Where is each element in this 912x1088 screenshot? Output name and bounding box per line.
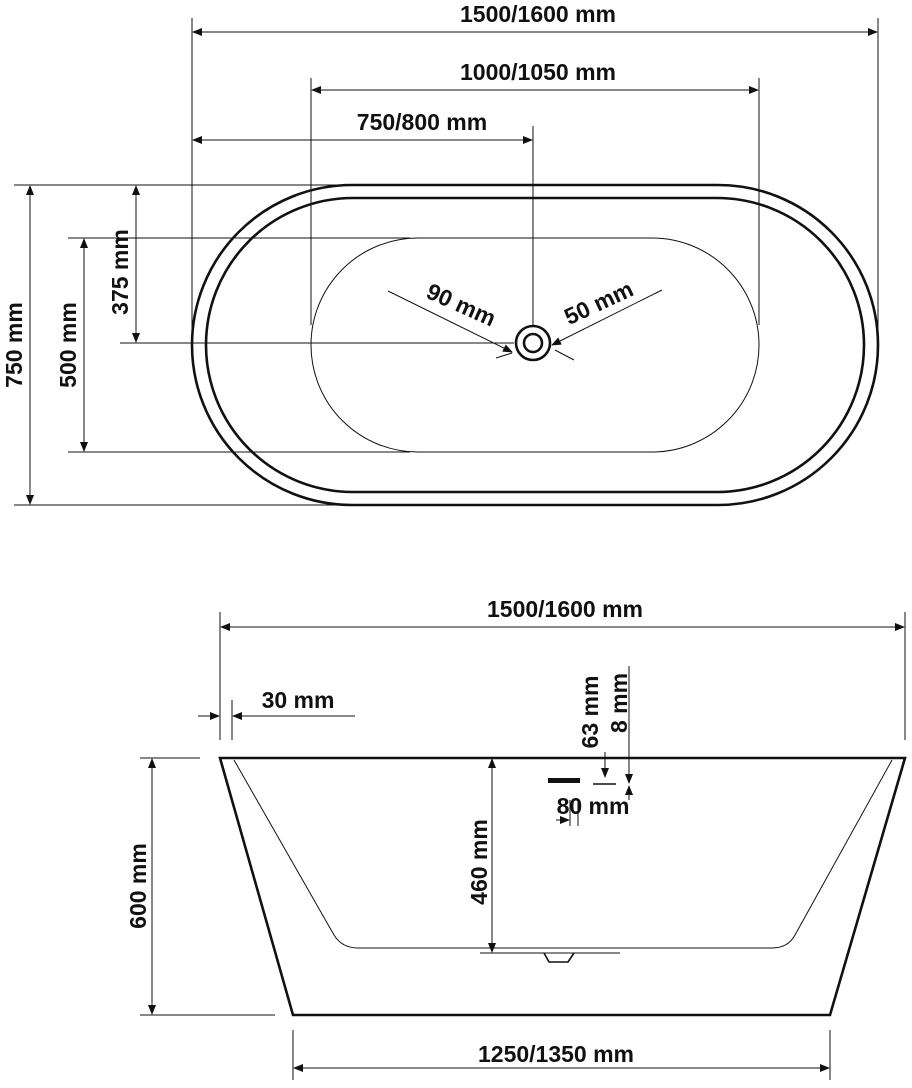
label-base-length: 1250/1350 mm xyxy=(478,1041,634,1067)
tub-basin-outline xyxy=(310,237,760,453)
leader-tick xyxy=(495,352,513,359)
tub-side-profile xyxy=(218,756,907,1017)
tub-inner-basin-line xyxy=(233,759,893,949)
label-drain-offset-length: 750/800 mm xyxy=(357,109,487,135)
label-overall-length: 1500/1600 mm xyxy=(460,1,616,27)
label-inner-width: 500 mm xyxy=(55,302,81,388)
tub-outer-outline xyxy=(190,183,880,507)
label-overflow-height: 63 mm xyxy=(577,676,603,749)
top-view: 1500/1600 mm 1000/1050 mm 750/800 mm 750… xyxy=(1,1,880,507)
tub-rim-inner-outline xyxy=(204,196,866,494)
leader-tick xyxy=(554,349,575,361)
label-inner-length: 1000/1050 mm xyxy=(460,59,616,85)
drain-inner-hole xyxy=(522,332,544,354)
drain-outer-ring xyxy=(514,324,552,362)
label-top-length: 1500/1600 mm xyxy=(487,596,643,622)
overflow-slot xyxy=(548,778,580,783)
label-drain-offset-width: 375 mm xyxy=(107,229,133,315)
leader-drain-outer xyxy=(387,290,513,353)
leader-drain-inner xyxy=(551,289,663,346)
label-overflow-thickness: 8 mm xyxy=(606,673,632,733)
label-rim-thickness: 30 mm xyxy=(262,687,335,713)
label-inner-depth: 460 mm xyxy=(466,819,492,905)
drain-notch xyxy=(543,952,575,963)
label-drain-outer-diameter: 90 mm xyxy=(423,278,500,331)
side-view: 1500/1600 mm 30 mm 63 mm 8 mm 80 mm 460 … xyxy=(125,596,907,1080)
label-overflow-width: 80 mm xyxy=(557,793,630,819)
label-overall-width: 750 mm xyxy=(1,302,27,388)
label-overall-height: 600 mm xyxy=(125,843,151,929)
